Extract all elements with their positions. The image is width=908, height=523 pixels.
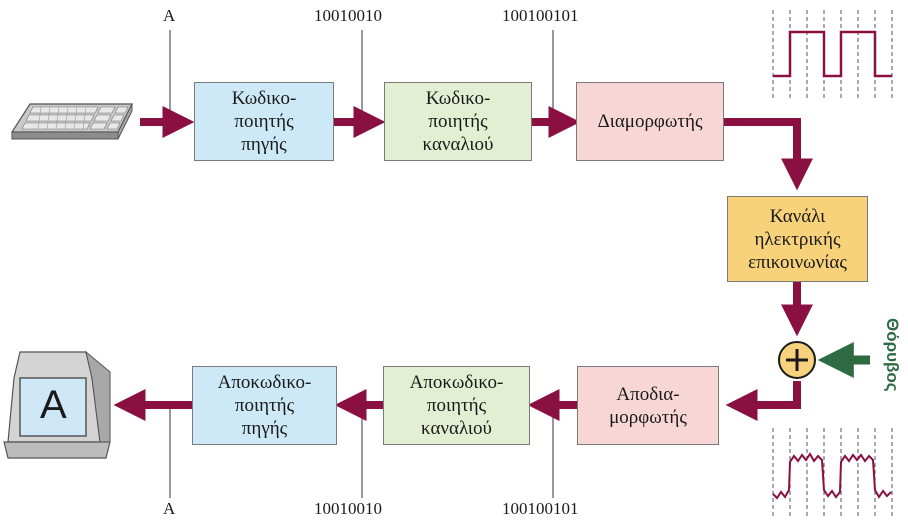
- probe-label-bits2-bottom: 100100101: [502, 499, 579, 518]
- plus-circle-icon: [778, 341, 816, 379]
- arrow-modulator-to-medium: [724, 118, 813, 191]
- clean-signal-waveform: [772, 10, 893, 98]
- monitor-icon: [3, 350, 111, 459]
- source-decoder-label: Αποκωδικο- ποιητής πηγής: [217, 372, 312, 439]
- probe-label-bits1-bottom: 10010010: [314, 499, 382, 518]
- source-decoder-box: Αποκωδικο- ποιητής πηγής: [192, 366, 337, 445]
- probe-label-bits1-top: 10010010: [314, 6, 382, 25]
- channel-decoder-label: Αποκωδικο- ποιητής καναλιού: [409, 372, 504, 439]
- probe-label-a-bottom: A: [163, 499, 176, 518]
- monitor-screen-letter: A: [40, 383, 67, 427]
- modulator-box: Διαμορφωτής: [576, 82, 724, 161]
- channel-medium-box: Κανάλι ηλεκτρικής επικοινωνίας: [727, 196, 868, 282]
- keyboard-icon: [10, 103, 133, 140]
- noisy-signal-waveform: [772, 428, 893, 516]
- channel-medium-label: Κανάλι ηλεκτρικής επικοινωνίας: [748, 205, 847, 273]
- probe-label-a-top: A: [163, 6, 176, 25]
- source-encoder-box: Κωδικο- ποιητής πηγής: [194, 82, 334, 161]
- source-encoder-label: Κωδικο- ποιητής πηγής: [231, 88, 297, 155]
- probe-label-bits2-top: 100100101: [502, 6, 579, 25]
- modulator-label: Διαμορφωτής: [597, 111, 703, 132]
- channel-decoder-box: Αποκωδικο- ποιητής καναλιού: [383, 366, 530, 445]
- demodulator-box: Αποδια- μορφωτής: [577, 366, 719, 445]
- demodulator-label: Αποδια- μορφωτής: [609, 383, 687, 428]
- noise-label: Θόρυβος: [883, 318, 902, 392]
- channel-encoder-box: Κωδικο- ποιητής καναλιού: [384, 82, 532, 161]
- channel-encoder-label: Κωδικο- ποιητής καναλιού: [422, 88, 494, 155]
- arrow-adder-to-demodulator: [725, 381, 801, 421]
